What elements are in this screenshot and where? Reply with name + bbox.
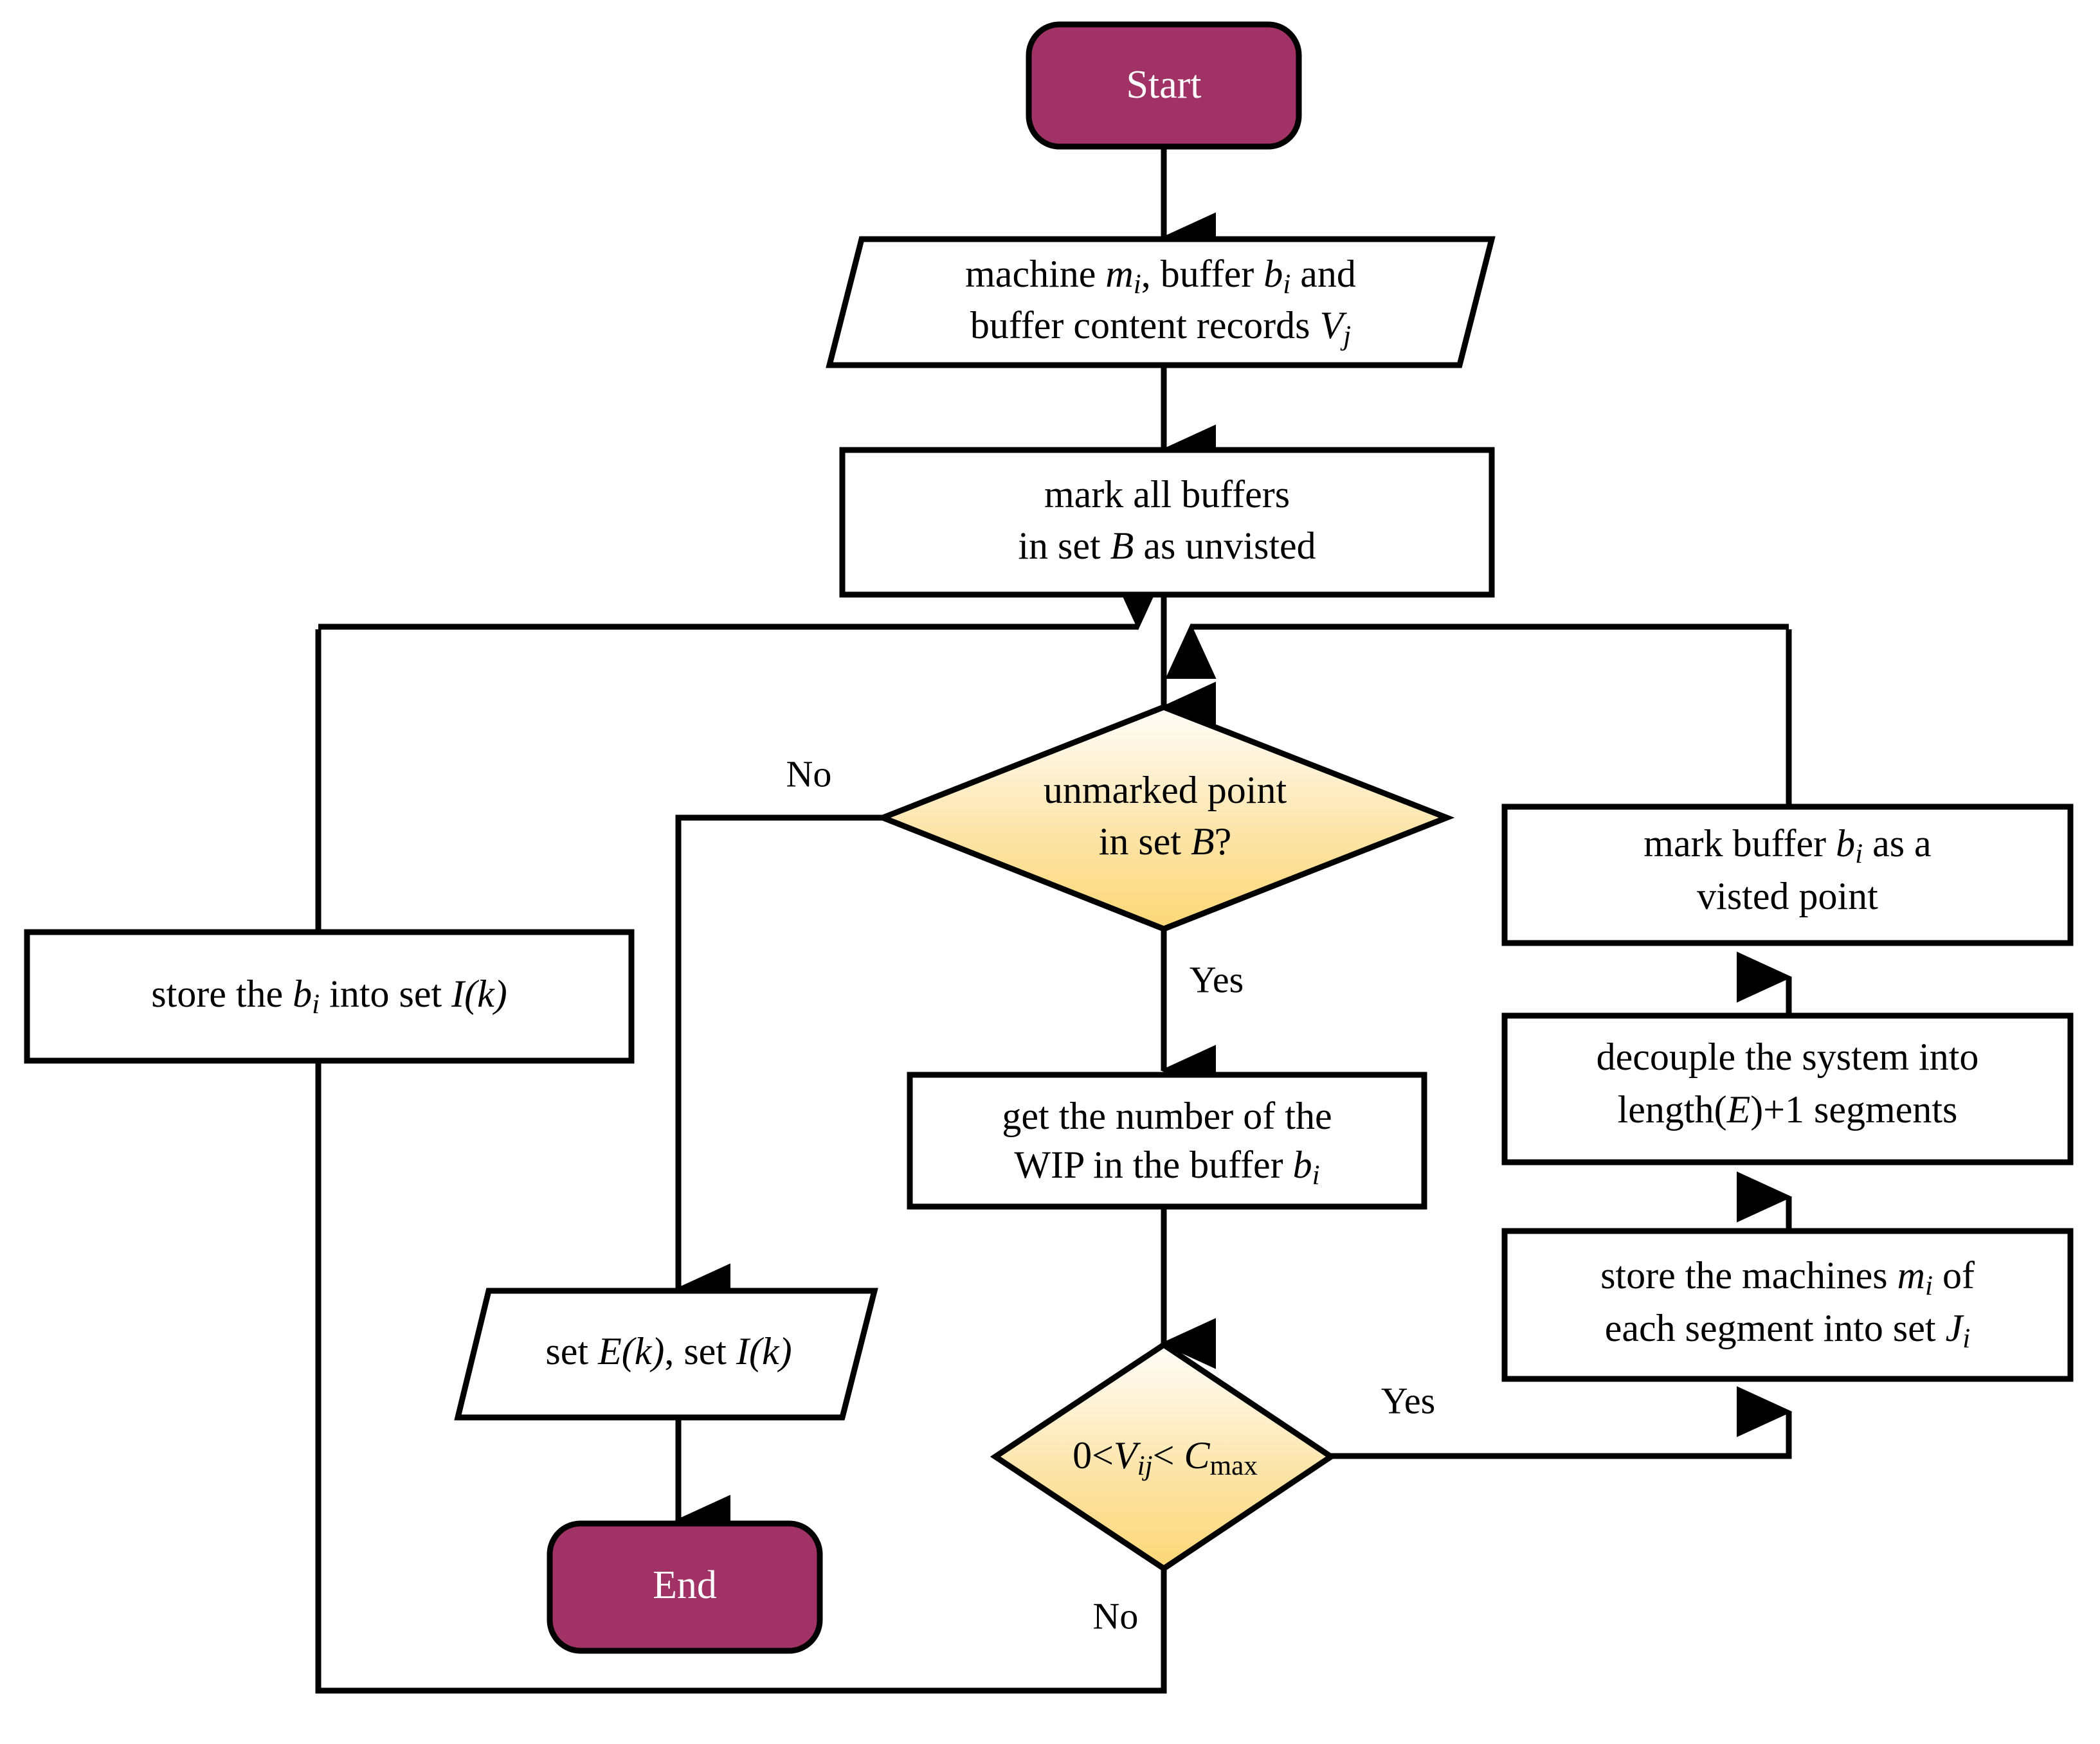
node-decision-unmarked[interactable]: unmarked point in set B?	[874, 704, 1455, 932]
node-output-sets[interactable]: set E(k), set I(k)	[454, 1288, 878, 1421]
store-machines-line1: store the machines mi of	[1600, 1254, 1975, 1301]
edge-yes-to-store-machines	[1331, 1386, 1793, 1459]
store-bi-shape	[24, 929, 635, 1064]
store-machines-line2: each segment into set Ji	[1605, 1307, 1970, 1354]
decision-unmarked-line2: in set B?	[1099, 820, 1232, 863]
mark-unvisited-line2: in set B as unvisted	[1018, 525, 1316, 567]
get-wip-line2: WIP in the buffer bi	[1014, 1144, 1319, 1191]
start-terminal-shape	[1026, 21, 1302, 150]
node-end[interactable]: End	[547, 1520, 823, 1654]
node-decouple[interactable]: decouple the system into length(E)+1 seg…	[1501, 1012, 2074, 1165]
start-label: Start	[1126, 63, 1201, 107]
output-parallelogram-shape	[454, 1288, 878, 1421]
decouple-line2: length(E)+1 segments	[1618, 1088, 1958, 1131]
node-decision-capacity[interactable]: 0<Vij< Cmax	[990, 1341, 1337, 1572]
input-line1: machine mi, buffer bi and	[965, 253, 1356, 300]
output-sets-line: set E(k), set I(k)	[545, 1330, 792, 1372]
node-store-bi[interactable]: store the bi into set I(k)	[24, 929, 635, 1064]
node-get-wip[interactable]: get the number of the WIP in the buffer …	[907, 1072, 1427, 1210]
decision-unmarked-shape	[874, 704, 1455, 932]
store-bi-line: store the bi into set I(k)	[151, 973, 507, 1020]
decision-capacity-expr: 0<Vij< Cmax	[1073, 1434, 1258, 1481]
edge-label-no-unmarked: No	[786, 753, 832, 795]
decision-unmarked-line1: unmarked point	[1044, 769, 1287, 811]
edge-no-to-output-sets	[674, 814, 883, 1315]
mark-visited-line1: mark buffer bi as a	[1643, 822, 1931, 869]
node-mark-unvisited[interactable]: mark all buffers in set B as unvisted	[839, 447, 1495, 598]
edge-no-to-store-bi	[266, 1001, 1167, 1694]
edge-label-yes-unmarked: Yes	[1190, 958, 1244, 1000]
get-wip-shape	[907, 1072, 1427, 1210]
store-machines-shape	[1501, 1228, 2074, 1382]
node-input-data[interactable]: machine mi, buffer bi and buffer content…	[826, 236, 1496, 368]
input-line2: buffer content records Vj	[970, 304, 1351, 351]
get-wip-line1: get the number of the	[1002, 1095, 1332, 1137]
mark-visited-line2: visted point	[1697, 875, 1878, 917]
mark-visited-shape	[1501, 804, 2074, 946]
mark-unvisited-shape	[839, 447, 1495, 598]
decouple-shape	[1501, 1012, 2074, 1165]
decision-capacity-shape	[990, 1341, 1337, 1572]
end-terminal-shape	[547, 1520, 823, 1654]
end-label: End	[653, 1563, 717, 1607]
mark-unvisited-line1: mark all buffers	[1044, 473, 1290, 516]
decouple-line1: decouple the system into	[1597, 1036, 1979, 1078]
node-mark-visited[interactable]: mark buffer bi as a visted point	[1501, 804, 2074, 946]
edge-label-yes-capacity: Yes	[1381, 1380, 1435, 1421]
node-start[interactable]: Start	[1026, 21, 1302, 150]
input-parallelogram-shape	[826, 236, 1496, 368]
edge-label-no-capacity: No	[1093, 1595, 1139, 1637]
node-store-machines[interactable]: store the machines mi of each segment in…	[1501, 1228, 2074, 1382]
